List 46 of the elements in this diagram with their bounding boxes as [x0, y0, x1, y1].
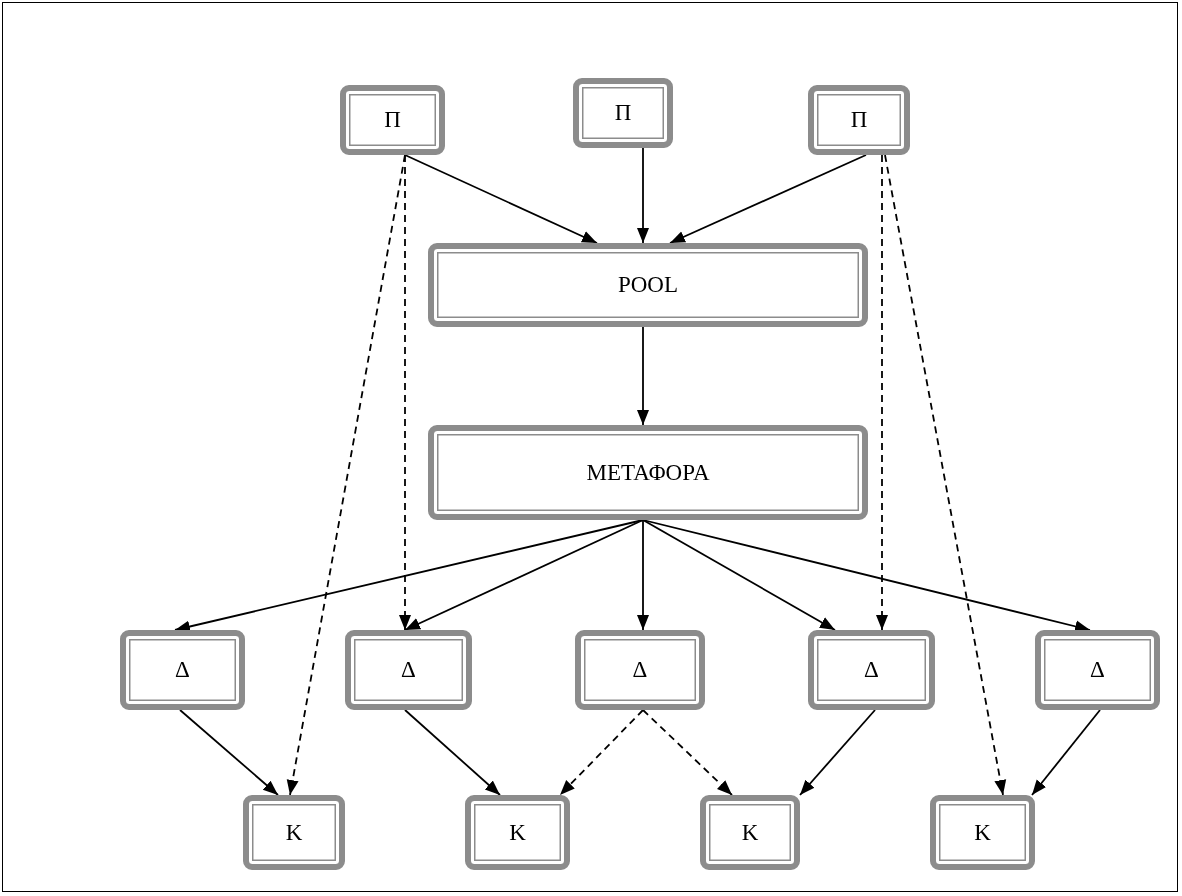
process-box [120, 630, 245, 710]
arrow [642, 519, 836, 631]
process-box [808, 85, 910, 155]
arrow [637, 519, 649, 631]
arrow [404, 709, 501, 796]
node-label: Κ [509, 819, 526, 846]
node-label: POOL [617, 272, 679, 298]
arrow [637, 147, 649, 244]
dashed-arrow [559, 709, 644, 796]
node-label: Π [614, 100, 632, 126]
process-box [340, 85, 445, 155]
node-label: Δ [401, 657, 416, 683]
arrow [799, 709, 876, 796]
node-label: Π [850, 107, 868, 133]
process-box [573, 78, 673, 148]
node-label: Κ [974, 819, 991, 846]
process-box [700, 795, 800, 870]
dashed-arrow [642, 709, 733, 796]
node-label: Δ [175, 657, 190, 683]
arrow [669, 154, 867, 244]
arrow [1031, 709, 1101, 796]
node-label: Δ [1090, 657, 1105, 683]
process-box [428, 243, 868, 327]
arrow [404, 519, 644, 631]
node-label: Κ [285, 819, 303, 846]
dashed-arrow [884, 154, 1007, 796]
node-label: Κ [741, 819, 759, 846]
process-box [465, 795, 570, 870]
arrow [179, 709, 279, 796]
arrow [642, 519, 1091, 633]
node-label: ΜΕΤΑΦΟΡΑ [586, 459, 710, 486]
dashed-arrow [876, 154, 888, 631]
node-label: Δ [864, 657, 879, 683]
arrow [404, 154, 598, 244]
process-box [1035, 630, 1160, 710]
process-box [345, 630, 472, 710]
process-box [808, 630, 935, 710]
arrow [637, 326, 649, 426]
process-box [575, 630, 705, 710]
process-box [428, 425, 868, 520]
dashed-arrow [286, 154, 406, 796]
dashed-arrow [399, 154, 411, 631]
node-label: Δ [632, 657, 648, 683]
node-label: Π [384, 107, 401, 133]
process-box [930, 795, 1035, 870]
process-box [243, 795, 345, 870]
